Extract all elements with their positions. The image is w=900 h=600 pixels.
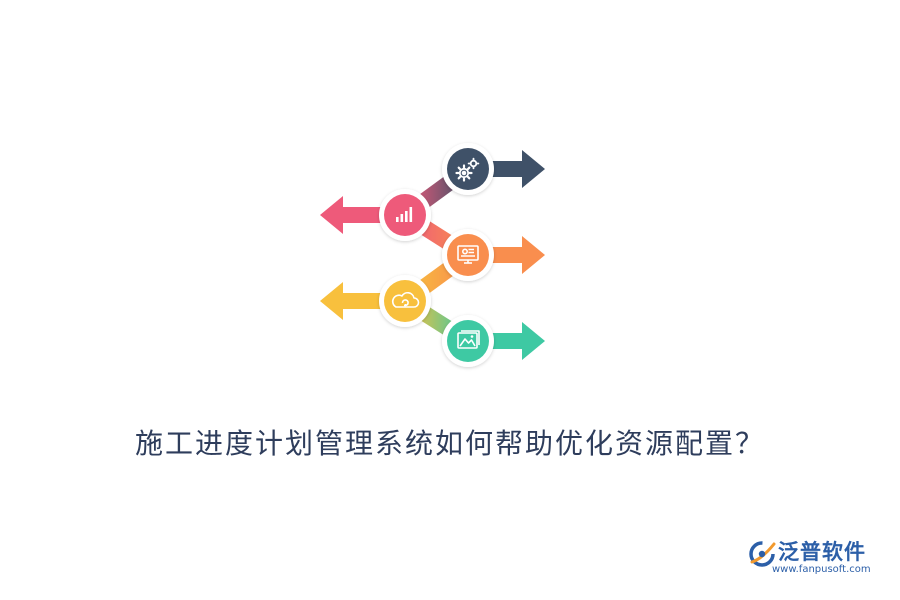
logo-icon [749,541,776,567]
monitor-icon [457,245,479,264]
step-1-node [442,143,494,195]
step-4-node [379,275,431,327]
arrow-right-step-3 [468,236,545,274]
cloud-icon [391,292,420,308]
gears-icon [455,157,480,182]
image-icon [457,330,480,349]
arrows [320,150,545,360]
arrow-right-step-5 [468,322,545,360]
arrow-left-step-2 [320,196,405,234]
bar-chart-icon [396,207,413,222]
logo-name: 泛普软件 [778,540,866,564]
step-2-node [379,189,431,241]
arrow-left-step-4 [320,282,405,320]
step-3-node [442,229,494,281]
logo: 泛普软件 www.fanpusoft.com [748,536,888,586]
page-title: 施工进度计划管理系统如何帮助优化资源配置？ [134,427,765,460]
arrow-right-step-1 [468,150,545,188]
step-5-node [442,315,494,367]
logo-url: www.fanpusoft.com [772,564,871,575]
